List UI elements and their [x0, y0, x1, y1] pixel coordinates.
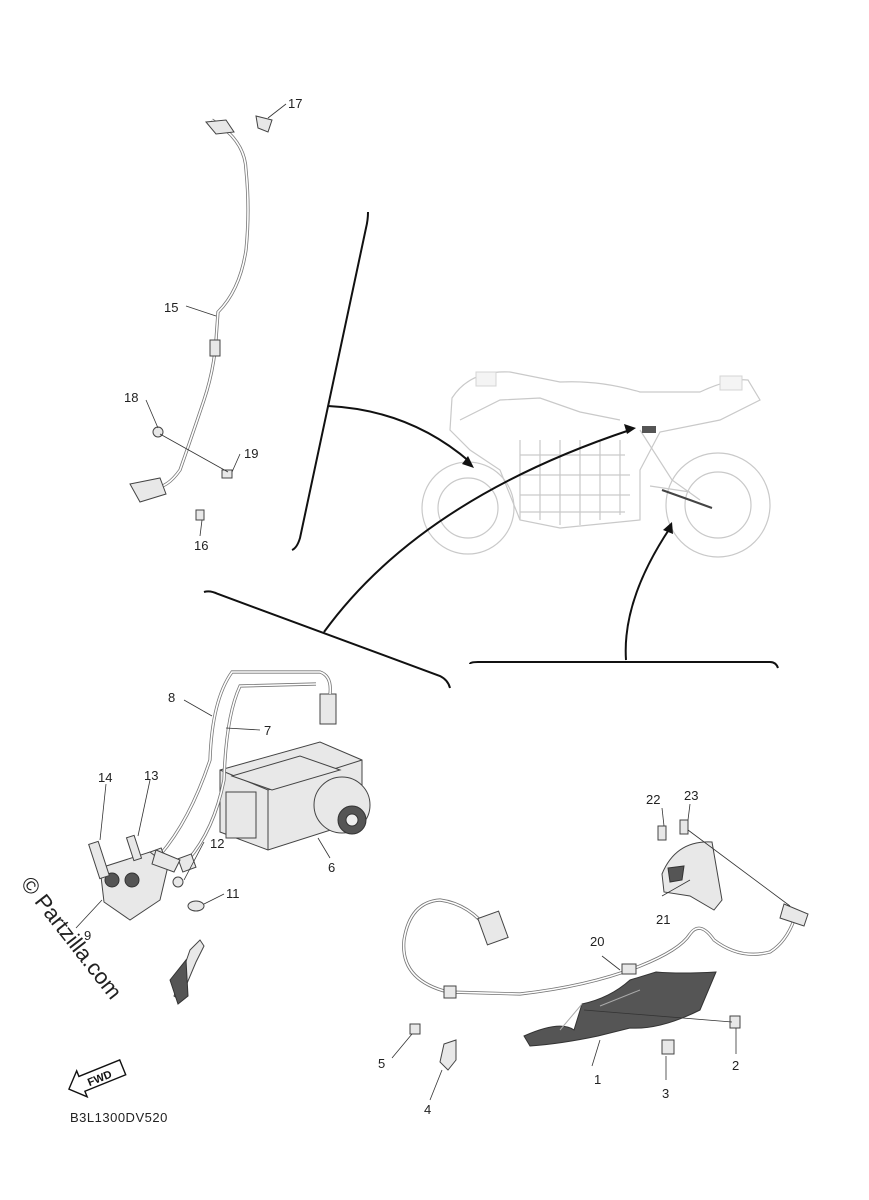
callout-1: 1 — [594, 1072, 601, 1087]
callout-7: 7 — [264, 723, 271, 738]
location-arrows — [323, 405, 673, 661]
brake-hoses — [147, 670, 332, 873]
callout-2: 2 — [732, 1058, 739, 1073]
group-frame-bottom — [469, 661, 779, 669]
callout-9: 9 — [84, 928, 91, 943]
abs-bracket — [88, 834, 205, 1005]
callout-19: 19 — [244, 446, 258, 461]
callout-20: 20 — [590, 934, 604, 949]
callout-21: 21 — [656, 912, 670, 927]
sensor-bracket — [657, 819, 723, 911]
diagram-code: B3L1300DV520 — [70, 1110, 168, 1125]
callout-18: 18 — [124, 390, 138, 405]
callout-11: 11 — [226, 886, 240, 901]
group-frame-top — [291, 211, 369, 551]
callout-4: 4 — [424, 1102, 431, 1117]
callout-labels: 17 15 18 19 16 8 7 14 13 12 11 6 9 22 23… — [84, 96, 739, 1117]
callout-16: 16 — [194, 538, 208, 553]
rear-wheel-sensor-lead — [402, 898, 809, 1071]
callout-23: 23 — [684, 788, 698, 803]
callout-14: 14 — [98, 770, 112, 785]
motorcycle-silhouette — [421, 371, 771, 558]
callout-6: 6 — [328, 860, 335, 875]
callout-8: 8 — [168, 690, 175, 705]
callout-17: 17 — [288, 96, 302, 111]
callout-5: 5 — [378, 1056, 385, 1071]
group-frame-middle — [203, 590, 451, 689]
callout-22: 22 — [646, 792, 660, 807]
callout-3: 3 — [662, 1086, 669, 1101]
abs-hydraulic-unit — [219, 693, 371, 851]
callout-13: 13 — [144, 768, 158, 783]
callout-12: 12 — [210, 836, 224, 851]
callout-15: 15 — [164, 300, 178, 315]
leader-lines — [75, 103, 791, 1101]
forward-direction-arrow: FWD — [68, 1059, 127, 1099]
caliper-bracket — [523, 971, 741, 1055]
front-wheel-sensor-lead — [129, 115, 273, 521]
